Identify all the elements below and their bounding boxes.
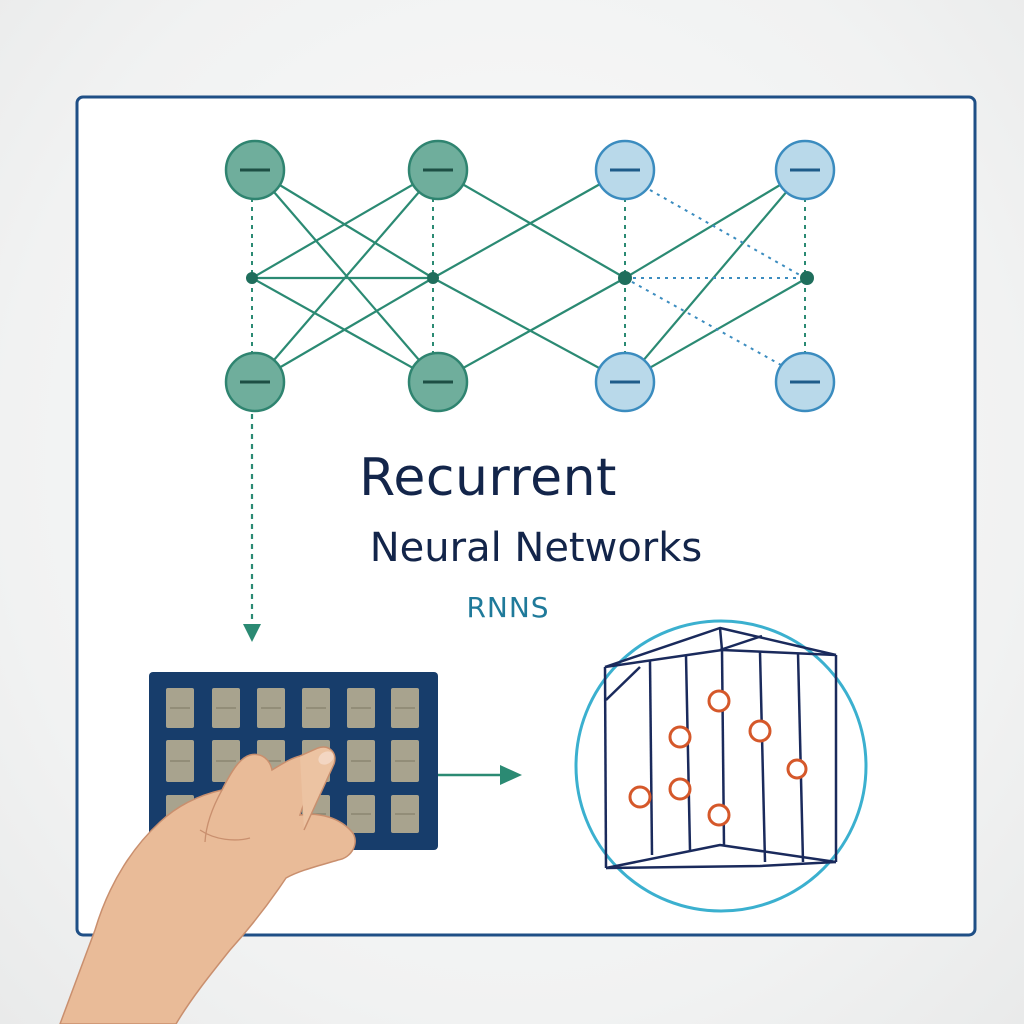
blue-dotted-connections	[624, 189, 806, 371]
blue-node	[594, 351, 656, 413]
green-node	[407, 139, 469, 201]
connection	[437, 277, 626, 383]
right-arrow-head	[500, 765, 522, 785]
junction-dot	[246, 272, 258, 284]
cube-node	[786, 758, 808, 780]
blue-node	[774, 139, 836, 201]
connection	[437, 169, 626, 279]
cube-node	[748, 719, 772, 743]
blue-node	[594, 139, 656, 201]
wireframe-cube	[603, 626, 838, 870]
cube-node	[707, 803, 731, 827]
green-node	[407, 351, 469, 413]
connection	[624, 277, 808, 383]
down-arrow-head	[243, 624, 261, 642]
junction-dot	[427, 272, 439, 284]
bottom-layer-nodes	[224, 351, 836, 413]
connection	[251, 169, 439, 279]
green-node	[224, 139, 286, 201]
connection	[432, 169, 626, 279]
cube-node	[668, 777, 692, 801]
junction-dot	[618, 271, 632, 285]
cube-node	[628, 785, 652, 809]
green-node	[224, 351, 286, 413]
subtitle: RNNS	[466, 591, 550, 624]
blue-node	[774, 351, 836, 413]
pointing-hand	[59, 746, 356, 1024]
cube-circle	[574, 619, 868, 913]
connection	[432, 277, 626, 383]
network-connections	[251, 169, 808, 383]
cube-nodes	[628, 689, 808, 827]
connection	[624, 169, 806, 279]
hidden-junctions	[246, 271, 814, 285]
dotted-connection	[649, 189, 806, 279]
cube-node	[668, 725, 692, 749]
connection	[254, 169, 439, 383]
cube-node	[707, 689, 731, 713]
title-line-1: Recurrent	[359, 448, 617, 508]
junction-dot	[800, 271, 814, 285]
connection	[624, 169, 806, 383]
top-layer-nodes	[224, 139, 836, 201]
title-line-2: Neural Networks	[369, 525, 703, 571]
connection	[254, 277, 434, 383]
